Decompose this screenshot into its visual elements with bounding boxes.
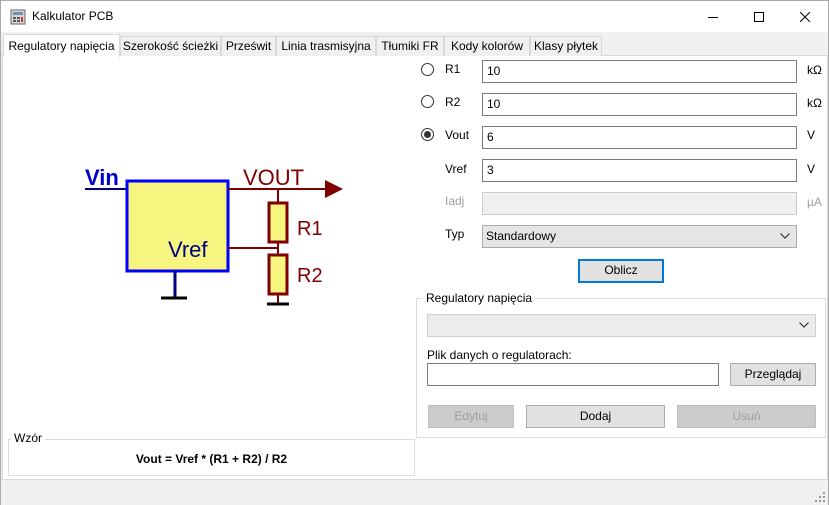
calculator-app-icon (10, 9, 26, 25)
vout-label-text: Vout (445, 128, 470, 142)
chevron-down-icon (780, 233, 790, 239)
tab-szerokosc-sciezki[interactable]: Szerokość ścieżki (120, 36, 221, 56)
typ-label-text: Typ (445, 227, 465, 241)
data-file-label: Plik danych o regulatorach: (427, 348, 572, 362)
edit-button[interactable]: Edytuj (428, 405, 514, 428)
tab-regulatory-napiecia[interactable]: Regulatory napięcia (3, 34, 120, 57)
r2-unit: kΩ (807, 96, 822, 110)
close-icon (800, 11, 810, 22)
r2-input[interactable]: 10 (482, 93, 797, 116)
tab-kody-kolorow[interactable]: Kody kolorów (444, 36, 530, 56)
vref-label: Vref (168, 237, 208, 262)
vref-label-text: Vref (445, 162, 467, 176)
tab-bar: Regulatory napięcia Szerokość ścieżki Pr… (1, 34, 828, 57)
close-button[interactable] (782, 1, 828, 32)
maximize-icon (754, 11, 764, 22)
r1-unit: kΩ (807, 63, 822, 77)
title-bar: Kalkulator PCB (1, 1, 828, 32)
tab-klasy-plytek[interactable]: Klasy płytek (530, 36, 602, 56)
typ-select[interactable]: Standardowy (482, 225, 797, 248)
chevron-down-icon (799, 322, 809, 328)
r2-label-text: R2 (445, 95, 461, 109)
typ-select-value: Standardowy (486, 229, 557, 243)
resistor-r1 (267, 201, 289, 244)
maximize-button[interactable] (736, 1, 782, 32)
r1-radio[interactable] (421, 63, 434, 76)
tab-przeswit[interactable]: Prześwit (221, 36, 276, 56)
tab-content-panel: Vin Vref VOUT (2, 56, 828, 480)
remove-button[interactable]: Usuń (677, 405, 816, 428)
r1-label-text: R1 (445, 62, 461, 76)
vref-input[interactable]: 3 (482, 159, 797, 182)
r2-radio[interactable] (421, 95, 434, 108)
calculate-button[interactable]: Oblicz (578, 259, 664, 283)
tab-linia-trasmisyjna[interactable]: Linia trasmisyjna (276, 36, 376, 56)
tab-tlumiki-fr[interactable]: Tłumiki FR (376, 36, 444, 56)
vin-label: Vin (85, 165, 119, 190)
iadj-unit: µA (807, 195, 822, 209)
vout-arrow-icon (325, 180, 343, 198)
regulator-select[interactable] (427, 314, 816, 337)
data-file-input[interactable] (427, 363, 719, 386)
r2-label: R2 (297, 265, 323, 287)
regulator-schematic: Vin Vref VOUT (85, 165, 343, 300)
minimize-button[interactable] (690, 1, 736, 32)
vout-label: VOUT (243, 165, 304, 190)
add-button[interactable]: Dodaj (526, 405, 665, 428)
vout-unit: V (807, 128, 816, 142)
vref-unit: V (807, 162, 816, 176)
resistor-r2 (267, 253, 289, 296)
browse-button[interactable]: Przeglądaj (730, 363, 816, 386)
formula-group-title: Wzór (11, 431, 45, 445)
iadj-input[interactable] (482, 192, 797, 215)
vout-input[interactable]: 6 (482, 126, 797, 149)
regulator-block (125, 179, 230, 273)
r1-label: R1 (297, 218, 323, 240)
minimize-icon (708, 16, 718, 18)
regulators-groupbox (416, 298, 826, 438)
regulators-group-title: Regulatory napięcia (423, 291, 536, 305)
status-bar (1, 483, 828, 505)
iadj-label-text: Iadj (445, 194, 465, 208)
resize-grip-icon[interactable] (814, 491, 826, 503)
resistor-bodies: R1 R2 (228, 189, 323, 306)
vout-radio[interactable] (421, 128, 434, 141)
r1-input[interactable]: 10 (482, 60, 797, 83)
formula-text: Vout = Vref * (R1 + R2) / R2 (135, 452, 288, 466)
formula-groupbox (8, 439, 415, 476)
window-title: Kalkulator PCB (32, 9, 114, 23)
